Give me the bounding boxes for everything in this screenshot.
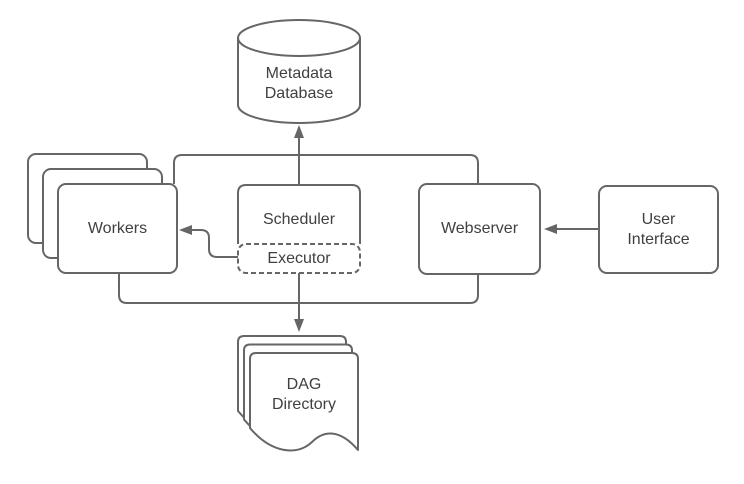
workers-stack: [27, 153, 178, 274]
edge-to-dag-directory: [118, 273, 479, 332]
dag-document-front: [249, 352, 359, 452]
workers-box-front: [57, 183, 178, 274]
cylinder-top: [237, 19, 361, 57]
dag-directory-stack: [237, 335, 359, 452]
edge-executor-to-workers-line: [192, 229, 238, 258]
arrowhead-up-into-database: [294, 125, 304, 138]
arrowhead-left-into-webserver: [544, 224, 557, 234]
scheduler-box-border: [237, 184, 361, 244]
edge-top-bus-line: [173, 154, 479, 184]
user-interface-box: [598, 185, 719, 274]
webserver-box: [418, 183, 541, 275]
edge-to-metadata-database: [173, 125, 479, 185]
scheduler-box-fill: [238, 185, 360, 273]
arrowhead-down-into-dag-directory: [294, 319, 304, 332]
arrowhead-left-into-workers: [179, 225, 192, 235]
scheduler-box: [237, 184, 361, 274]
executor-box: [237, 243, 361, 274]
edge-user-interface-to-webserver: [544, 224, 599, 234]
cylinder-body: [237, 38, 361, 124]
edge-executor-to-workers: [179, 225, 238, 258]
metadata-database-cylinder: [237, 19, 361, 124]
